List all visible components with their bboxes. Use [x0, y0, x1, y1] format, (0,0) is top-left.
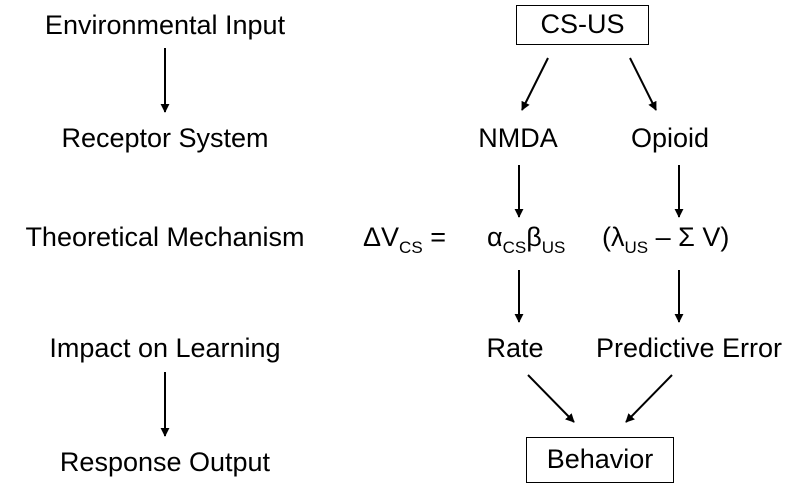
equation-delta-v-symbol: ΔV	[363, 222, 400, 252]
label-impact-on-learning: Impact on Learning	[49, 333, 281, 363]
label-response-output: Response Output	[59, 447, 271, 477]
label-theoretical-mechanism: Theoretical Mechanism	[25, 222, 305, 252]
equation-equals: =	[430, 222, 446, 252]
equation-alpha-subscript: CS	[502, 238, 527, 257]
equation-lambda-subscript: US	[624, 238, 649, 257]
arrow-csus-to-nmda	[521, 57, 549, 111]
node-nmda: NMDA	[478, 123, 558, 153]
equation-delta-v-subscript: CS	[399, 238, 423, 257]
arrow-rate-to-behavior	[527, 374, 575, 423]
equation-delta-v: ΔVCS =	[363, 222, 446, 256]
arrow-predictive-error-to-behavior	[625, 374, 673, 423]
arrow-csus-to-opioid	[629, 57, 657, 111]
equation-alpha: α	[487, 222, 503, 252]
node-cs-us: CS-US	[516, 5, 649, 45]
equation-beta: β	[526, 222, 542, 252]
equation-beta-subscript: US	[541, 238, 566, 257]
equation-lambda-term: (λUS – Σ V)	[602, 222, 730, 256]
node-predictive-error: Predictive Error	[595, 333, 783, 363]
node-opioid: Opioid	[630, 123, 710, 153]
label-environmental-input: Environmental Input	[44, 10, 286, 40]
node-rate: Rate	[486, 333, 544, 363]
label-receptor-system: Receptor System	[61, 123, 269, 153]
node-behavior: Behavior	[526, 437, 674, 483]
equation-alpha-beta: αCSβUS	[487, 222, 565, 256]
equation-minus-sigma-v: – Σ V)	[655, 222, 730, 252]
equation-open-paren-lambda: (λ	[602, 222, 625, 252]
